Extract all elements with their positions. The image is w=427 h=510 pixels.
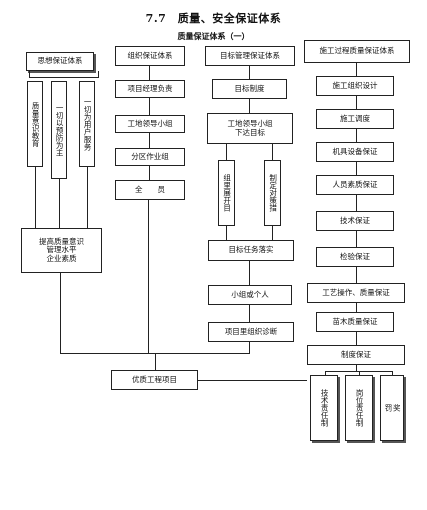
- connector: [35, 167, 36, 228]
- connector: [226, 226, 227, 240]
- connector: [356, 63, 357, 345]
- diagram-subtitle: 质量保证体系（一）: [177, 31, 250, 41]
- connector: [272, 144, 273, 160]
- connector: [198, 380, 307, 381]
- col4-sub-item: 技术责任制: [310, 375, 338, 441]
- col4-item: 苗木质量保证: [316, 312, 394, 332]
- connector: [249, 66, 250, 79]
- connector: [29, 71, 30, 77]
- col3-after-item: 小组或个人: [208, 285, 292, 305]
- col3-sub-item: 组里展开目: [218, 160, 235, 226]
- col2-item: 项目经理负责: [115, 80, 185, 98]
- col4-item: 人员素质保证: [316, 175, 394, 195]
- col2-header: 组织保证体系: [115, 46, 185, 66]
- connector: [249, 261, 250, 285]
- col3-after-item: 目标任务落实: [208, 240, 294, 261]
- col4-item: 工艺操作、质量保证: [307, 283, 405, 303]
- connector: [60, 273, 61, 353]
- col4-system-box: 制度保证: [307, 345, 405, 365]
- col1-item: 一切为用户服务: [79, 81, 95, 167]
- connector: [392, 371, 393, 375]
- col4-item: 施工调度: [316, 109, 394, 129]
- connector: [226, 144, 227, 160]
- connector: [249, 305, 250, 322]
- col1-item: 一切以预防为主: [51, 81, 67, 179]
- col4-sub-item: 岗位责任制: [345, 375, 373, 441]
- col1-result-box: 提高质量意识 管理水平 企业素质: [21, 228, 102, 273]
- col1-header: 思想保证体系: [26, 52, 94, 71]
- connector: [29, 77, 99, 78]
- col3-item: 目标制度: [212, 79, 287, 99]
- col4-item: 检验保证: [316, 247, 394, 267]
- result-box: 优质工程项目: [111, 370, 198, 390]
- connector: [359, 371, 360, 375]
- connector: [87, 167, 88, 228]
- col4-sub-item: 奖 罚: [380, 375, 404, 441]
- connector: [325, 371, 326, 375]
- connector: [356, 365, 357, 371]
- col3-header: 目标管理保证体系: [205, 46, 295, 66]
- col4-header: 施工过程质量保证体系: [304, 40, 410, 63]
- col4-item: 技术保证: [316, 211, 394, 231]
- col2-item: 工地领导小组: [115, 115, 185, 133]
- col2-item: 全 员: [115, 180, 185, 200]
- col3-sub-item: 制定对策措: [264, 160, 281, 226]
- connector: [59, 179, 60, 228]
- col4-item: 机具设备保证: [316, 142, 394, 162]
- connector: [98, 71, 99, 77]
- connector: [249, 342, 250, 353]
- col2-item: 分区作业组: [115, 148, 185, 166]
- col1-item: 质量意识教育: [27, 81, 43, 167]
- col3-item: 工地领导小组 下达目标: [207, 113, 293, 144]
- connector: [155, 353, 156, 370]
- page-title: 7.7 质量、安全保证体系: [145, 12, 282, 25]
- col4-item: 施工组织设计: [316, 76, 394, 96]
- connector: [148, 200, 149, 353]
- connector: [272, 226, 273, 240]
- col3-after-item: 项目里组织诊断: [208, 322, 294, 342]
- connector: [249, 99, 250, 113]
